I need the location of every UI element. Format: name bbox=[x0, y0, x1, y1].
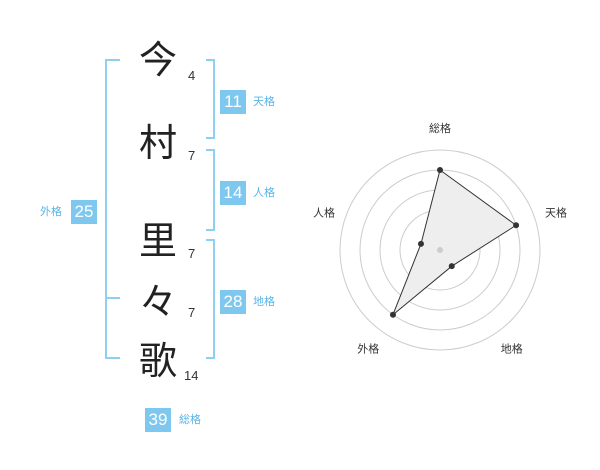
stroke-count-3: 7 bbox=[188, 246, 196, 261]
chi-label: 地格 bbox=[253, 295, 275, 308]
jin-label: 人格 bbox=[253, 186, 275, 199]
gai-badge: 25 bbox=[71, 200, 97, 224]
radar-polygon bbox=[392, 169, 517, 316]
radar-axis-label-3: 外格 bbox=[357, 342, 379, 356]
name-char-1: 今 bbox=[138, 38, 177, 82]
radar-axis-label-1: 天格 bbox=[545, 205, 567, 219]
name-char-2: 村 bbox=[138, 121, 177, 165]
radar-points bbox=[389, 167, 520, 318]
radar-point-1 bbox=[513, 222, 520, 229]
sou-badge: 39 bbox=[145, 408, 171, 432]
radar-point-2 bbox=[448, 263, 455, 270]
radar-point-0 bbox=[437, 167, 443, 173]
radar-point-4 bbox=[417, 240, 424, 247]
stroke-count-1: 4 bbox=[188, 68, 196, 83]
gai-bracket bbox=[105, 59, 120, 359]
radar-center-dot bbox=[437, 247, 443, 253]
radar-axis-label-2: 地格 bbox=[501, 342, 523, 356]
chi-bracket bbox=[206, 239, 215, 359]
jin-bracket bbox=[206, 149, 215, 231]
ten-bracket bbox=[206, 59, 215, 139]
radar-point-3 bbox=[389, 311, 396, 318]
stroke-count-4: 7 bbox=[188, 305, 196, 320]
name-char-5: 歌 bbox=[138, 339, 177, 383]
radar-axis-label-0: 総格 bbox=[429, 121, 451, 135]
chi-badge: 28 bbox=[220, 290, 246, 314]
stroke-count-5: 14 bbox=[184, 368, 199, 383]
radar-axis-label-4: 人格 bbox=[313, 205, 335, 219]
gai-label: 外格 bbox=[40, 205, 62, 218]
ten-label: 天格 bbox=[253, 95, 275, 108]
radar-ring-5 bbox=[339, 149, 541, 351]
sou-label: 総格 bbox=[179, 413, 201, 426]
name-char-4: 々 bbox=[138, 280, 177, 324]
stroke-count-2: 7 bbox=[188, 148, 196, 163]
jin-badge: 14 bbox=[220, 181, 246, 205]
name-char-3: 里 bbox=[138, 219, 177, 263]
ten-badge: 11 bbox=[220, 90, 246, 114]
